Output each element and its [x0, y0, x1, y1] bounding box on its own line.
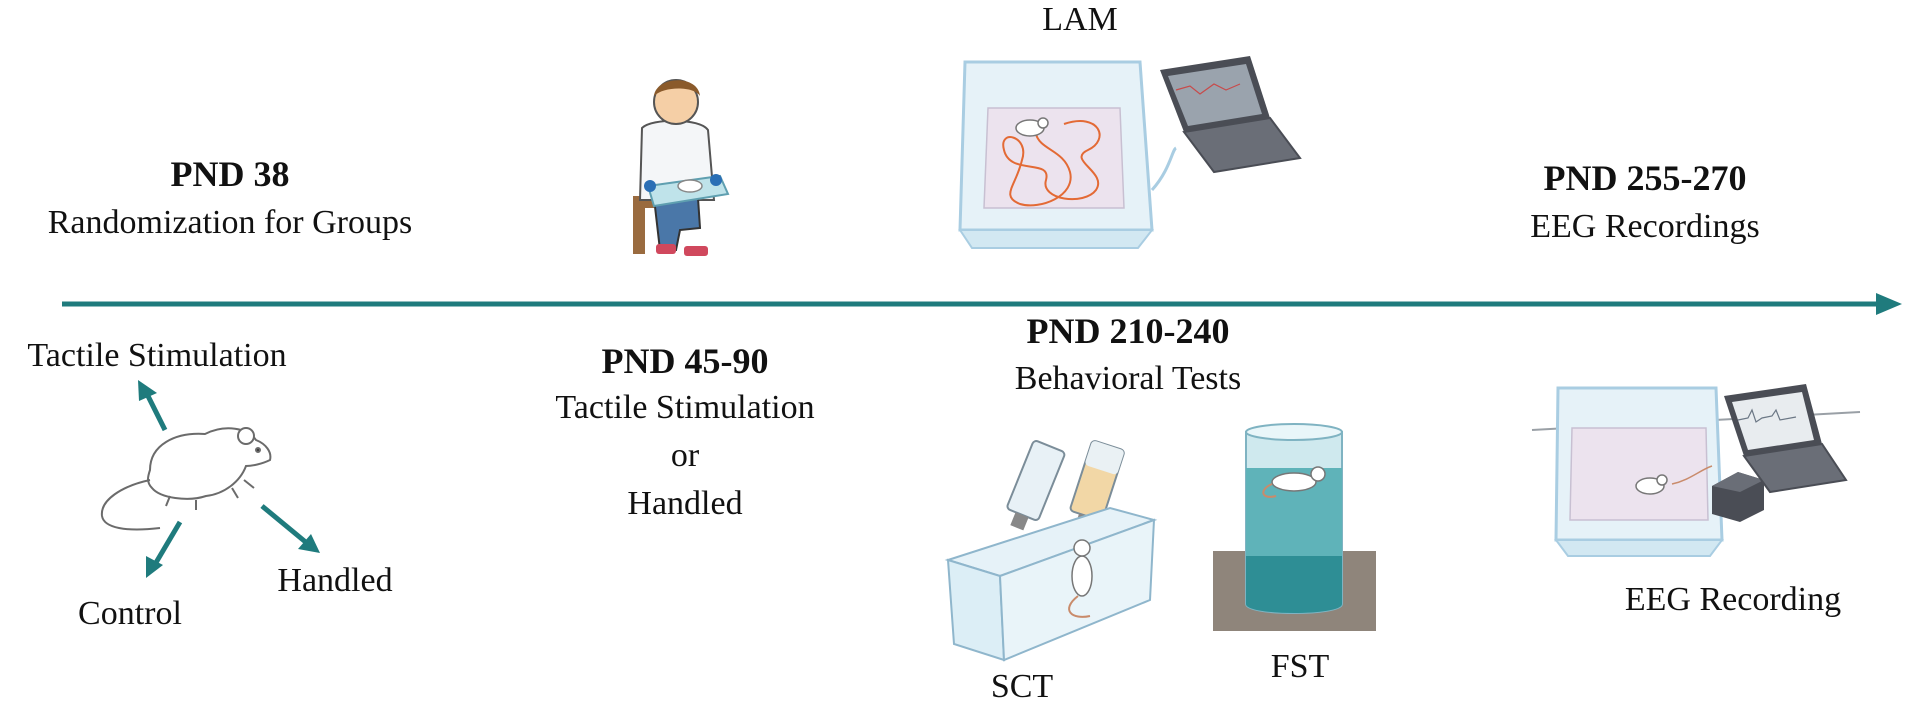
rat-outline-icon — [100, 427, 272, 531]
lam-label: LAM — [1042, 1, 1118, 38]
sct-label: SCT — [990, 668, 1054, 705]
pnd255-title: PND 255-270 — [1543, 158, 1747, 198]
fst-label: FST — [1270, 648, 1330, 685]
pnd45-line2: or — [670, 437, 700, 474]
pnd38-subtitle: Randomization for Groups — [47, 204, 413, 241]
pnd255-subtitle: EEG Recordings — [1530, 208, 1760, 245]
pnd38-title: PND 38 — [170, 154, 290, 194]
pnd45-line1: Tactile Stimulation — [555, 389, 815, 426]
group-handled-label: Handled — [277, 562, 393, 599]
pnd45-title: PND 45-90 — [601, 341, 769, 381]
pnd210-subtitle: Behavioral Tests — [1014, 360, 1242, 397]
arrow-to-control — [146, 520, 183, 578]
pnd45-line3: Handled — [627, 485, 743, 522]
eeg-recording-label: EEG Recording — [1624, 581, 1842, 618]
arrow-to-tactile — [138, 380, 168, 432]
pnd210-title: PND 210-240 — [1026, 311, 1230, 351]
group-control-label: Control — [78, 595, 182, 632]
group-tactile-label: Tactile Stimulation — [27, 337, 287, 374]
arrow-to-handled — [260, 504, 320, 553]
